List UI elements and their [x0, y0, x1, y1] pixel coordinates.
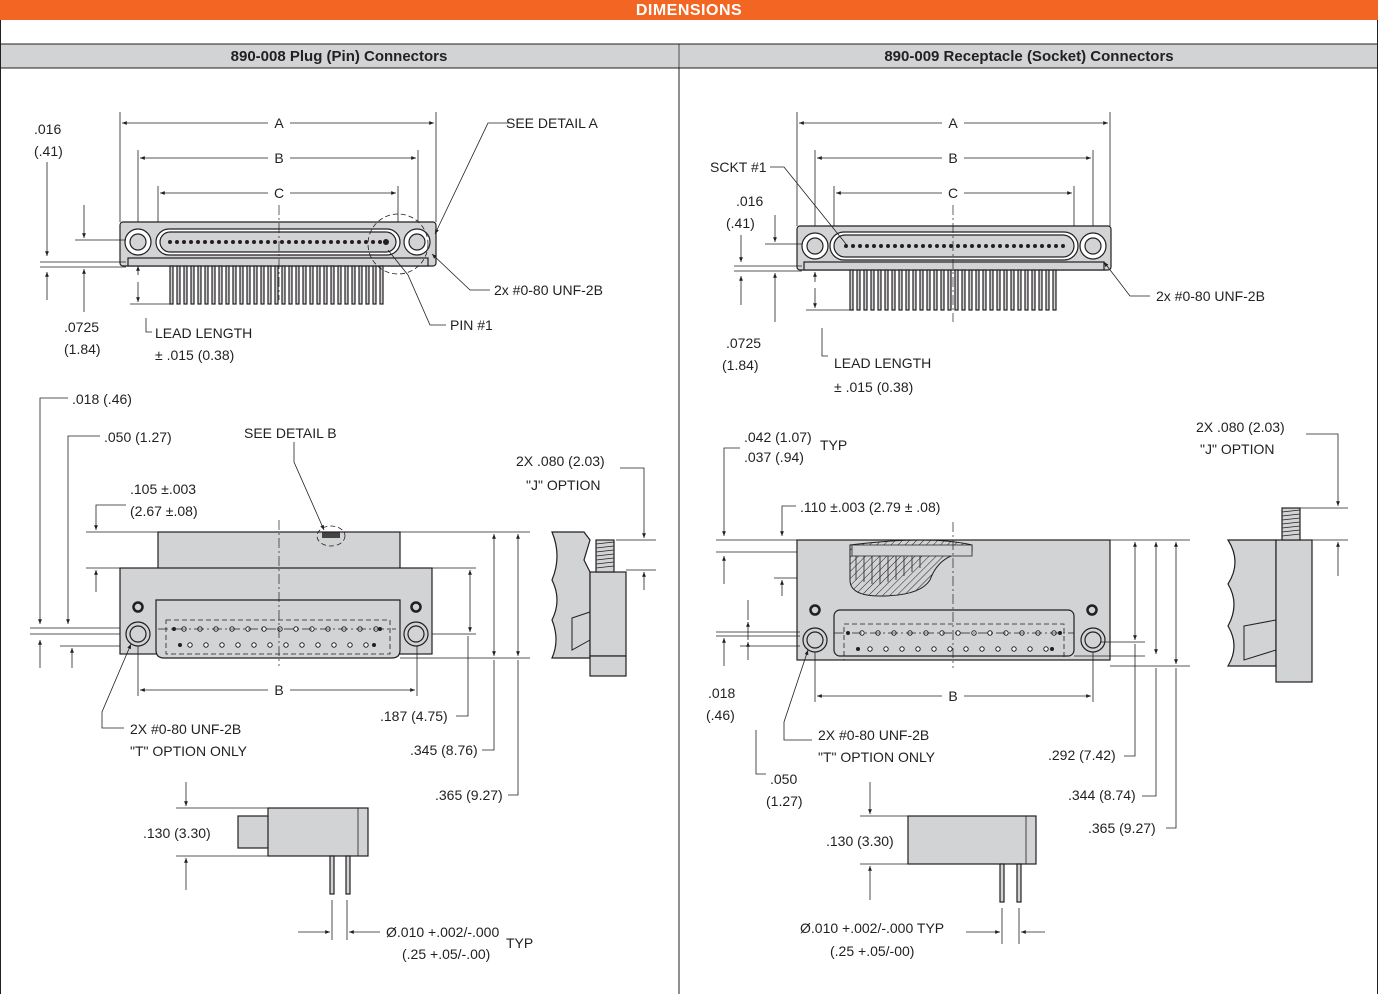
right-t-option-a: 2X #0-80 UNF-2B: [818, 727, 929, 743]
right-110: .110 ±.003 (2.79 ± .08): [800, 499, 940, 515]
left-dim-b2: B: [274, 682, 283, 698]
right-dim-b2: B: [948, 688, 957, 704]
right-dia-a: Ø.010 +.002/-.000 TYP: [800, 920, 944, 936]
left-top-leads: [169, 265, 384, 305]
right-top-view: A B C SCKT #1 2x #0-80 UNF-2B .016 (.41): [710, 112, 1265, 395]
left-dim-a: A: [274, 115, 284, 131]
right-018b: (.46): [706, 707, 735, 723]
left-0725: .0725: [64, 319, 99, 335]
right-top-leads: [849, 269, 1057, 311]
right-dim-b: B: [948, 150, 957, 166]
left-front-view: .018 (.46) .050 (1.27) .105 ±.003 (2.67 …: [30, 391, 530, 803]
left-t-option-a: 2X #0-80 UNF-2B: [130, 721, 241, 737]
left-top-pin-row: [168, 239, 389, 245]
left-130: .130 (3.30): [143, 825, 211, 841]
right-lead-length: LEAD LENGTH: [834, 355, 931, 371]
left-dia-a: Ø.010 +.002/-.000: [386, 924, 499, 940]
left-041: (.41): [34, 143, 63, 159]
right-050a: .050: [770, 771, 797, 787]
right-292: .292 (7.42): [1048, 747, 1116, 763]
right-lead-tol: ± .015 (0.38): [834, 379, 913, 395]
right-front-view: .042 (1.07) .037 (.94) TYP .110 ±.003 (2…: [706, 429, 1190, 836]
left-bottom-view: .130 (3.30) Ø.010 +.002/-.000 (.25 +.05/…: [143, 782, 533, 962]
right-050b: (1.27): [766, 793, 803, 809]
left-j-option-b: "J" OPTION: [526, 477, 601, 493]
left-187: .187 (4.75): [380, 708, 448, 724]
left-184: (1.84): [64, 341, 101, 357]
right-365: .365 (9.27): [1088, 820, 1156, 836]
left-panel-title: 890-008 Plug (Pin) Connectors: [0, 44, 678, 68]
right-130: .130 (3.30): [826, 833, 894, 849]
left-050: .050 (1.27): [104, 429, 172, 445]
header-title: DIMENSIONS: [0, 0, 1378, 20]
right-018a: .018: [708, 685, 735, 701]
right-041: (.41): [726, 215, 755, 231]
left-j-option-a: 2X .080 (2.03): [516, 453, 605, 469]
right-344: .344 (8.74): [1068, 787, 1136, 803]
frame: [0, 20, 1378, 994]
right-typ-top: TYP: [820, 437, 847, 453]
right-0725: .0725: [726, 335, 761, 351]
left-345: .345 (8.76): [410, 742, 478, 758]
left-side-view: 2X .080 (2.03) "J" OPTION: [516, 453, 656, 677]
left-dim-b: B: [274, 150, 283, 166]
right-panel-title: 890-009 Receptacle (Socket) Connectors: [680, 44, 1378, 68]
left-lead-length: LEAD LENGTH: [155, 325, 252, 341]
left-105b: (2.67 ±.08): [130, 503, 198, 519]
left-018: .018 (.46): [72, 391, 132, 407]
right-184: (1.84): [722, 357, 759, 373]
right-top-socket-row: [844, 244, 1065, 248]
right-dim-c: C: [948, 185, 958, 201]
left-see-detail-b: SEE DETAIL B: [244, 425, 337, 441]
left-see-detail-a: SEE DETAIL A: [506, 115, 598, 131]
right-bottom-view: .130 (3.30) Ø.010 +.002/-.000 TYP (.25 +…: [800, 782, 1045, 959]
right-j-option-b: "J" OPTION: [1200, 441, 1275, 457]
right-dim-a: A: [948, 115, 958, 131]
left-t-option-b: "T" OPTION ONLY: [130, 743, 248, 759]
right-042: .042 (1.07): [744, 429, 812, 445]
right-j-option-a: 2X .080 (2.03): [1196, 419, 1285, 435]
left-typ: TYP: [506, 935, 533, 951]
left-105a: .105 ±.003: [130, 481, 196, 497]
right-016: .016: [736, 193, 763, 209]
left-front-pins: [172, 626, 382, 648]
right-side-view: 2X .080 (2.03) "J" OPTION: [1196, 419, 1348, 683]
left-dia-b: (.25 +.05/-.00): [402, 946, 490, 962]
left-dim-c: C: [274, 185, 284, 201]
right-dia-b: (.25 +.05/-00): [830, 943, 914, 959]
right-thread-2x: 2x #0-80 UNF-2B: [1156, 288, 1265, 304]
right-t-option-b: "T" OPTION ONLY: [818, 749, 936, 765]
left-top-view: A B C SEE DETAIL A: [34, 112, 603, 363]
right-037: .037 (.94): [744, 449, 804, 465]
left-thread-2x: 2x #0-80 UNF-2B: [494, 282, 603, 298]
right-sckt1: SCKT #1: [710, 159, 767, 175]
left-pin1-label: PIN #1: [450, 317, 493, 333]
left-lead-tol: ± .015 (0.38): [155, 347, 234, 363]
left-016: .016: [34, 121, 61, 137]
left-365: .365 (9.27): [435, 787, 503, 803]
